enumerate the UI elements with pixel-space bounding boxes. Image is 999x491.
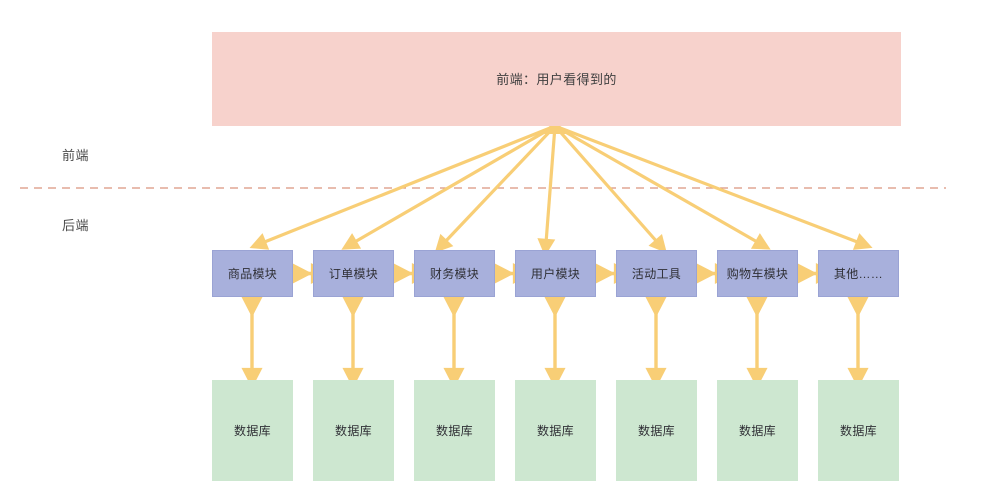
module-label: 财务模块: [429, 266, 480, 281]
database-box[interactable]: 数据库: [616, 380, 697, 481]
database-box[interactable]: 数据库: [212, 380, 293, 481]
module-box[interactable]: 财务模块: [414, 250, 495, 297]
module-label: 购物车模块: [726, 266, 789, 281]
database-label: 数据库: [739, 423, 776, 438]
module-label: 订单模块: [328, 266, 379, 281]
module-box[interactable]: 用户模块: [515, 250, 596, 297]
database-label: 数据库: [537, 423, 574, 438]
database-label: 数据库: [335, 423, 372, 438]
database-box[interactable]: 数据库: [414, 380, 495, 481]
database-label: 数据库: [436, 423, 473, 438]
fanout-arrows: [249, 124, 873, 257]
database-label: 数据库: [234, 423, 271, 438]
database-label: 数据库: [840, 423, 877, 438]
module-box[interactable]: 购物车模块: [717, 250, 798, 297]
module-label: 商品模块: [227, 266, 278, 281]
frontend-banner-label: 前端：用户看得到的: [496, 71, 617, 87]
database-label: 数据库: [638, 423, 675, 438]
frontend-banner: 前端：用户看得到的: [212, 32, 901, 126]
database-box[interactable]: 数据库: [818, 380, 899, 481]
database-box[interactable]: 数据库: [313, 380, 394, 481]
module-box[interactable]: 订单模块: [313, 250, 394, 297]
database-box[interactable]: 数据库: [515, 380, 596, 481]
module-label: 活动工具: [631, 266, 682, 281]
module-box[interactable]: 其他……: [818, 250, 899, 297]
band-label-backend: 后端: [62, 218, 90, 233]
band-label-frontend: 前端: [62, 148, 90, 163]
module-label: 其他……: [833, 266, 884, 281]
database-box[interactable]: 数据库: [717, 380, 798, 481]
module-box[interactable]: 商品模块: [212, 250, 293, 297]
module-db-arrows: [241, 296, 869, 389]
module-label: 用户模块: [530, 266, 581, 281]
module-box[interactable]: 活动工具: [616, 250, 697, 297]
